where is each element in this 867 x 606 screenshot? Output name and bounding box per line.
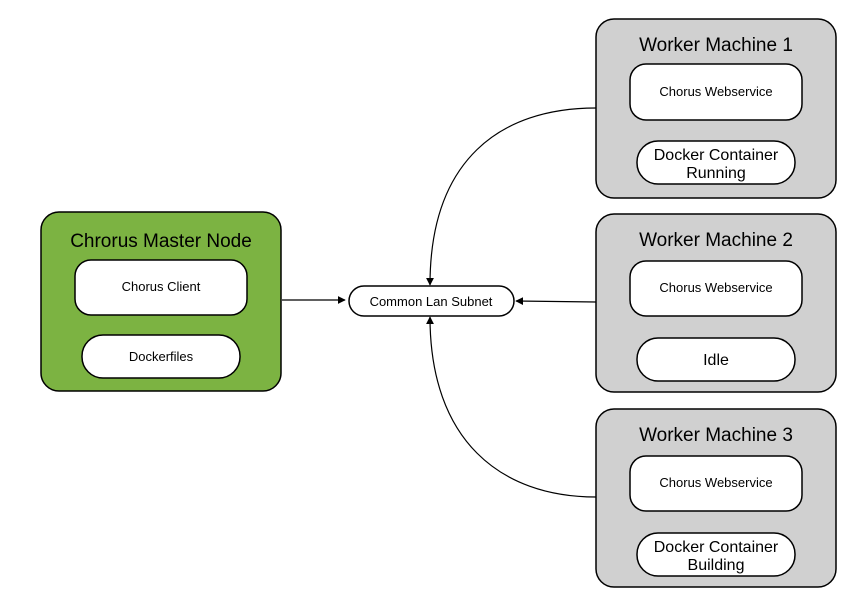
worker-2-status-line1: Idle [703, 352, 729, 369]
worker-3-service-node [629, 455, 803, 512]
worker-2-service-label: Chorus Webservice [659, 280, 772, 295]
worker-2-status-node [636, 337, 796, 382]
edge-worker3-to-subnet [426, 316, 597, 498]
worker-1-status-node [636, 140, 796, 185]
worker-machine-2-title: Worker Machine 2 [639, 230, 793, 251]
worker-2-service-node [629, 260, 803, 317]
edge-worker2-to-subnet [515, 297, 597, 306]
dockerfiles-node [81, 334, 241, 379]
edge-worker1-to-subnet [426, 107, 597, 286]
worker-3-status-node [636, 532, 796, 577]
worker-machine-1-group: Worker Machine 1 Chorus Webservice Docke… [595, 18, 837, 199]
worker-machine-3-group: Worker Machine 3 Chorus Webservice Docke… [595, 408, 837, 588]
worker-1-status-line1: Docker Container [654, 147, 779, 164]
worker-3-service-label: Chorus Webservice [659, 475, 772, 490]
master-node-group: Chrorus Master Node Chorus Client Docker… [40, 211, 282, 392]
chorus-client-label: Chorus Client [122, 279, 201, 294]
subnet-group: Common Lan Subnet [348, 285, 515, 317]
worker-3-status-line2: Building [688, 557, 745, 574]
worker-1-status-line2: Running [686, 165, 746, 182]
worker-machine-3-title: Worker Machine 3 [639, 425, 793, 446]
master-node-title: Chrorus Master Node [70, 231, 252, 252]
worker-1-service-node [629, 63, 803, 121]
worker-1-service-label: Chorus Webservice [659, 84, 772, 99]
common-lan-subnet-label: Common Lan Subnet [370, 294, 493, 309]
common-lan-subnet-node [348, 285, 515, 317]
dockerfiles-label: Dockerfiles [129, 349, 194, 364]
worker-3-status-line1: Docker Container [654, 539, 779, 556]
chorus-client-node [74, 259, 248, 316]
worker-machine-2-group: Worker Machine 2 Chorus Webservice Idle [595, 213, 837, 393]
worker-machine-1-title: Worker Machine 1 [639, 35, 793, 56]
